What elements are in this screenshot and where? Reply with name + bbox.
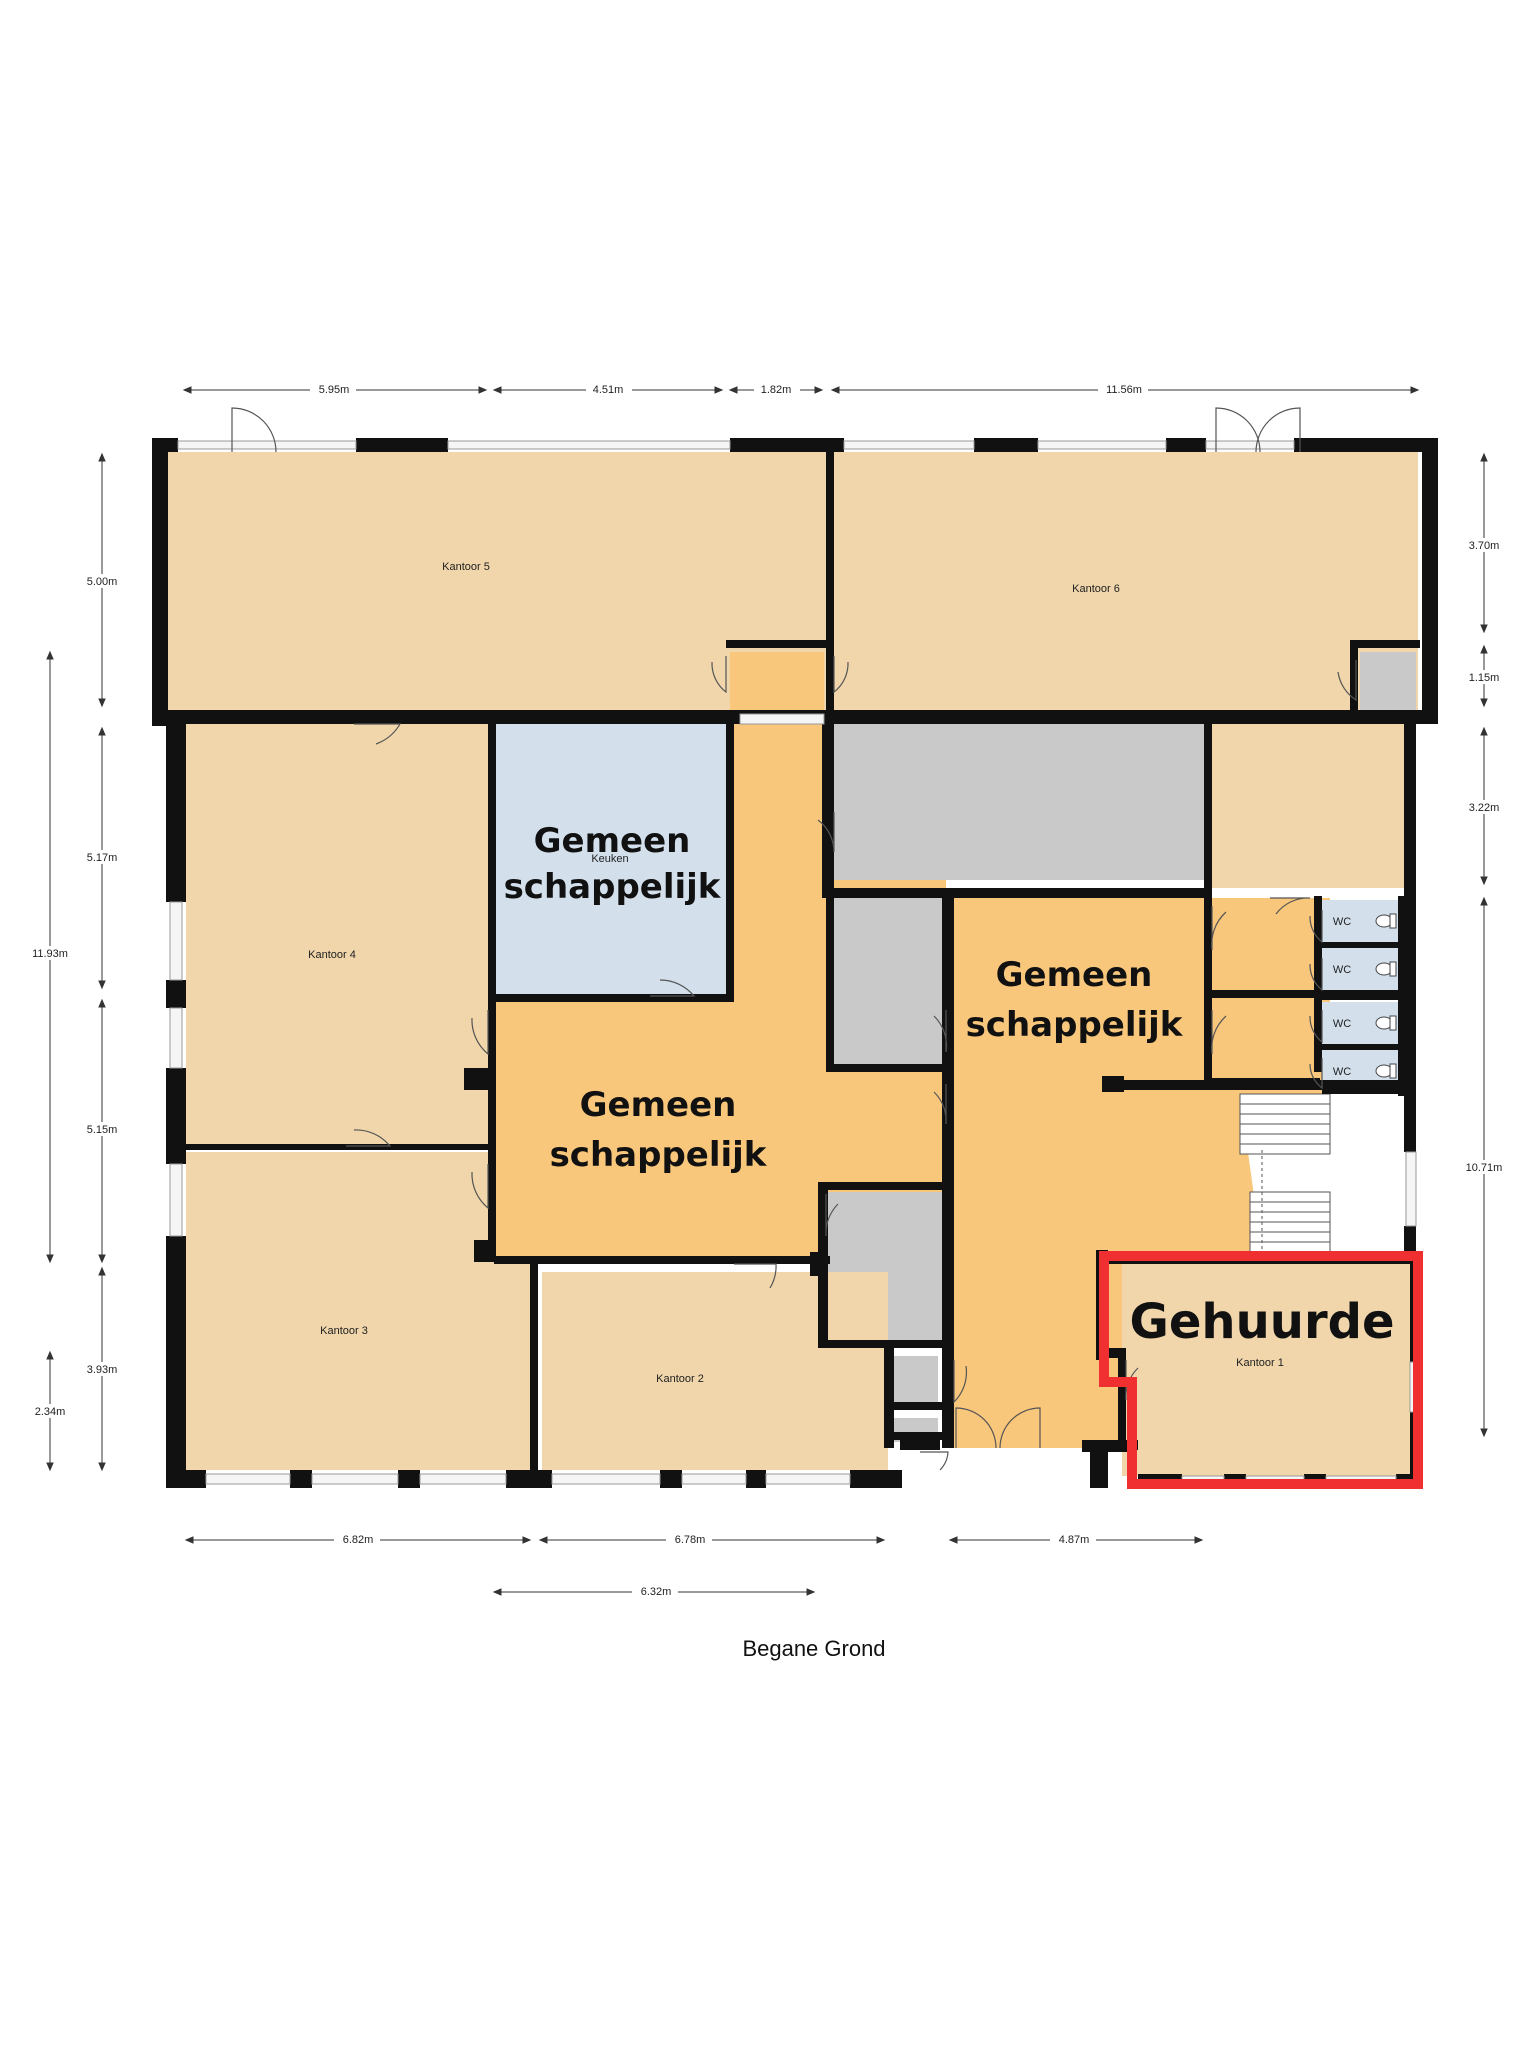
dim-bottom-4: 6.32m xyxy=(641,1586,672,1598)
room-fills xyxy=(166,452,1418,1476)
dim-bottom-2: 6.78m xyxy=(675,1534,706,1546)
room-wc-hall-1 xyxy=(1212,898,1320,996)
label-gemeen-keuken: Gemeen xyxy=(534,821,691,861)
floor-title: Begane Grond xyxy=(742,1636,885,1661)
label-kantoor-6: Kantoor 6 xyxy=(1072,583,1120,595)
label-wc-4: WC xyxy=(1333,1066,1351,1078)
room-storage-left1 xyxy=(834,898,946,1064)
dim-left-2: 11.93m xyxy=(32,948,68,960)
room-corridor-top xyxy=(730,652,824,714)
label-kantoor-4: Kantoor 4 xyxy=(308,949,356,961)
dim-top-1: 5.95m xyxy=(319,384,350,396)
room-storage-bottom xyxy=(890,1356,938,1408)
dim-right-3: 3.22m xyxy=(1469,802,1500,814)
room-storage-topright xyxy=(1360,652,1416,710)
room-storage-middle xyxy=(834,724,1204,880)
label-gemeen-center: Gemeen xyxy=(580,1085,737,1125)
room-labels: Kantoor 5 Kantoor 6 Kantoor 4 Kantoor 3 … xyxy=(308,561,1394,1385)
room-kantoor-1 xyxy=(1122,1264,1414,1476)
dim-bottom-1: 6.82m xyxy=(343,1534,374,1546)
dim-right-4: 10.71m xyxy=(1466,1162,1503,1174)
dim-top-2: 4.51m xyxy=(593,384,624,396)
label-schappelijk-keuken: schappelijk xyxy=(504,867,722,907)
label-wc-3: WC xyxy=(1333,1018,1351,1030)
dim-left-3: 5.17m xyxy=(87,852,118,864)
stairs xyxy=(1239,1093,1331,1253)
room-small-office xyxy=(1212,724,1410,888)
dim-left-4: 5.15m xyxy=(87,1124,118,1136)
label-kantoor-3: Kantoor 3 xyxy=(320,1325,368,1337)
dim-left-6: 2.34m xyxy=(35,1406,66,1418)
room-kantoor-6 xyxy=(834,452,1418,712)
dim-left-5: 3.93m xyxy=(87,1364,118,1376)
room-keuken-cover xyxy=(494,724,726,994)
dim-bottom-3: 4.87m xyxy=(1059,1534,1090,1546)
dim-right-2: 1.15m xyxy=(1469,672,1500,684)
label-kantoor-5: Kantoor 5 xyxy=(442,561,490,573)
label-gemeen-right: Gemeen xyxy=(996,955,1153,995)
dim-top-3: 1.82m xyxy=(761,384,792,396)
room-kantoor-3 xyxy=(186,1152,532,1470)
dimension-labels: 5.95m 4.51m 1.82m 11.56m 6.82m 6.78m 4.8… xyxy=(26,382,1510,1598)
doors xyxy=(231,407,1357,1471)
label-kantoor-1: Kantoor 1 xyxy=(1236,1357,1284,1369)
gehuurde-outline xyxy=(1099,1251,1423,1489)
room-kantoor-5 xyxy=(166,452,826,712)
label-kantoor-2: Kantoor 2 xyxy=(656,1373,704,1385)
dim-right-1: 3.70m xyxy=(1469,540,1500,552)
label-schappelijk-center: schappelijk xyxy=(550,1135,768,1175)
label-keuken: Keuken xyxy=(591,853,628,865)
dim-top-4: 11.56m xyxy=(1106,384,1142,396)
label-wc-1: WC xyxy=(1333,916,1351,928)
room-kantoor-2 xyxy=(542,1272,888,1470)
room-kantoor-4 xyxy=(186,724,488,1144)
label-schappelijk-right: schappelijk xyxy=(966,1005,1184,1045)
toilets xyxy=(1375,913,1397,1079)
walls xyxy=(152,438,1438,1488)
label-wc-2: WC xyxy=(1333,964,1351,976)
label-gehuurde: Gehuurde xyxy=(1129,1294,1394,1350)
dim-left-1: 5.00m xyxy=(87,576,118,588)
